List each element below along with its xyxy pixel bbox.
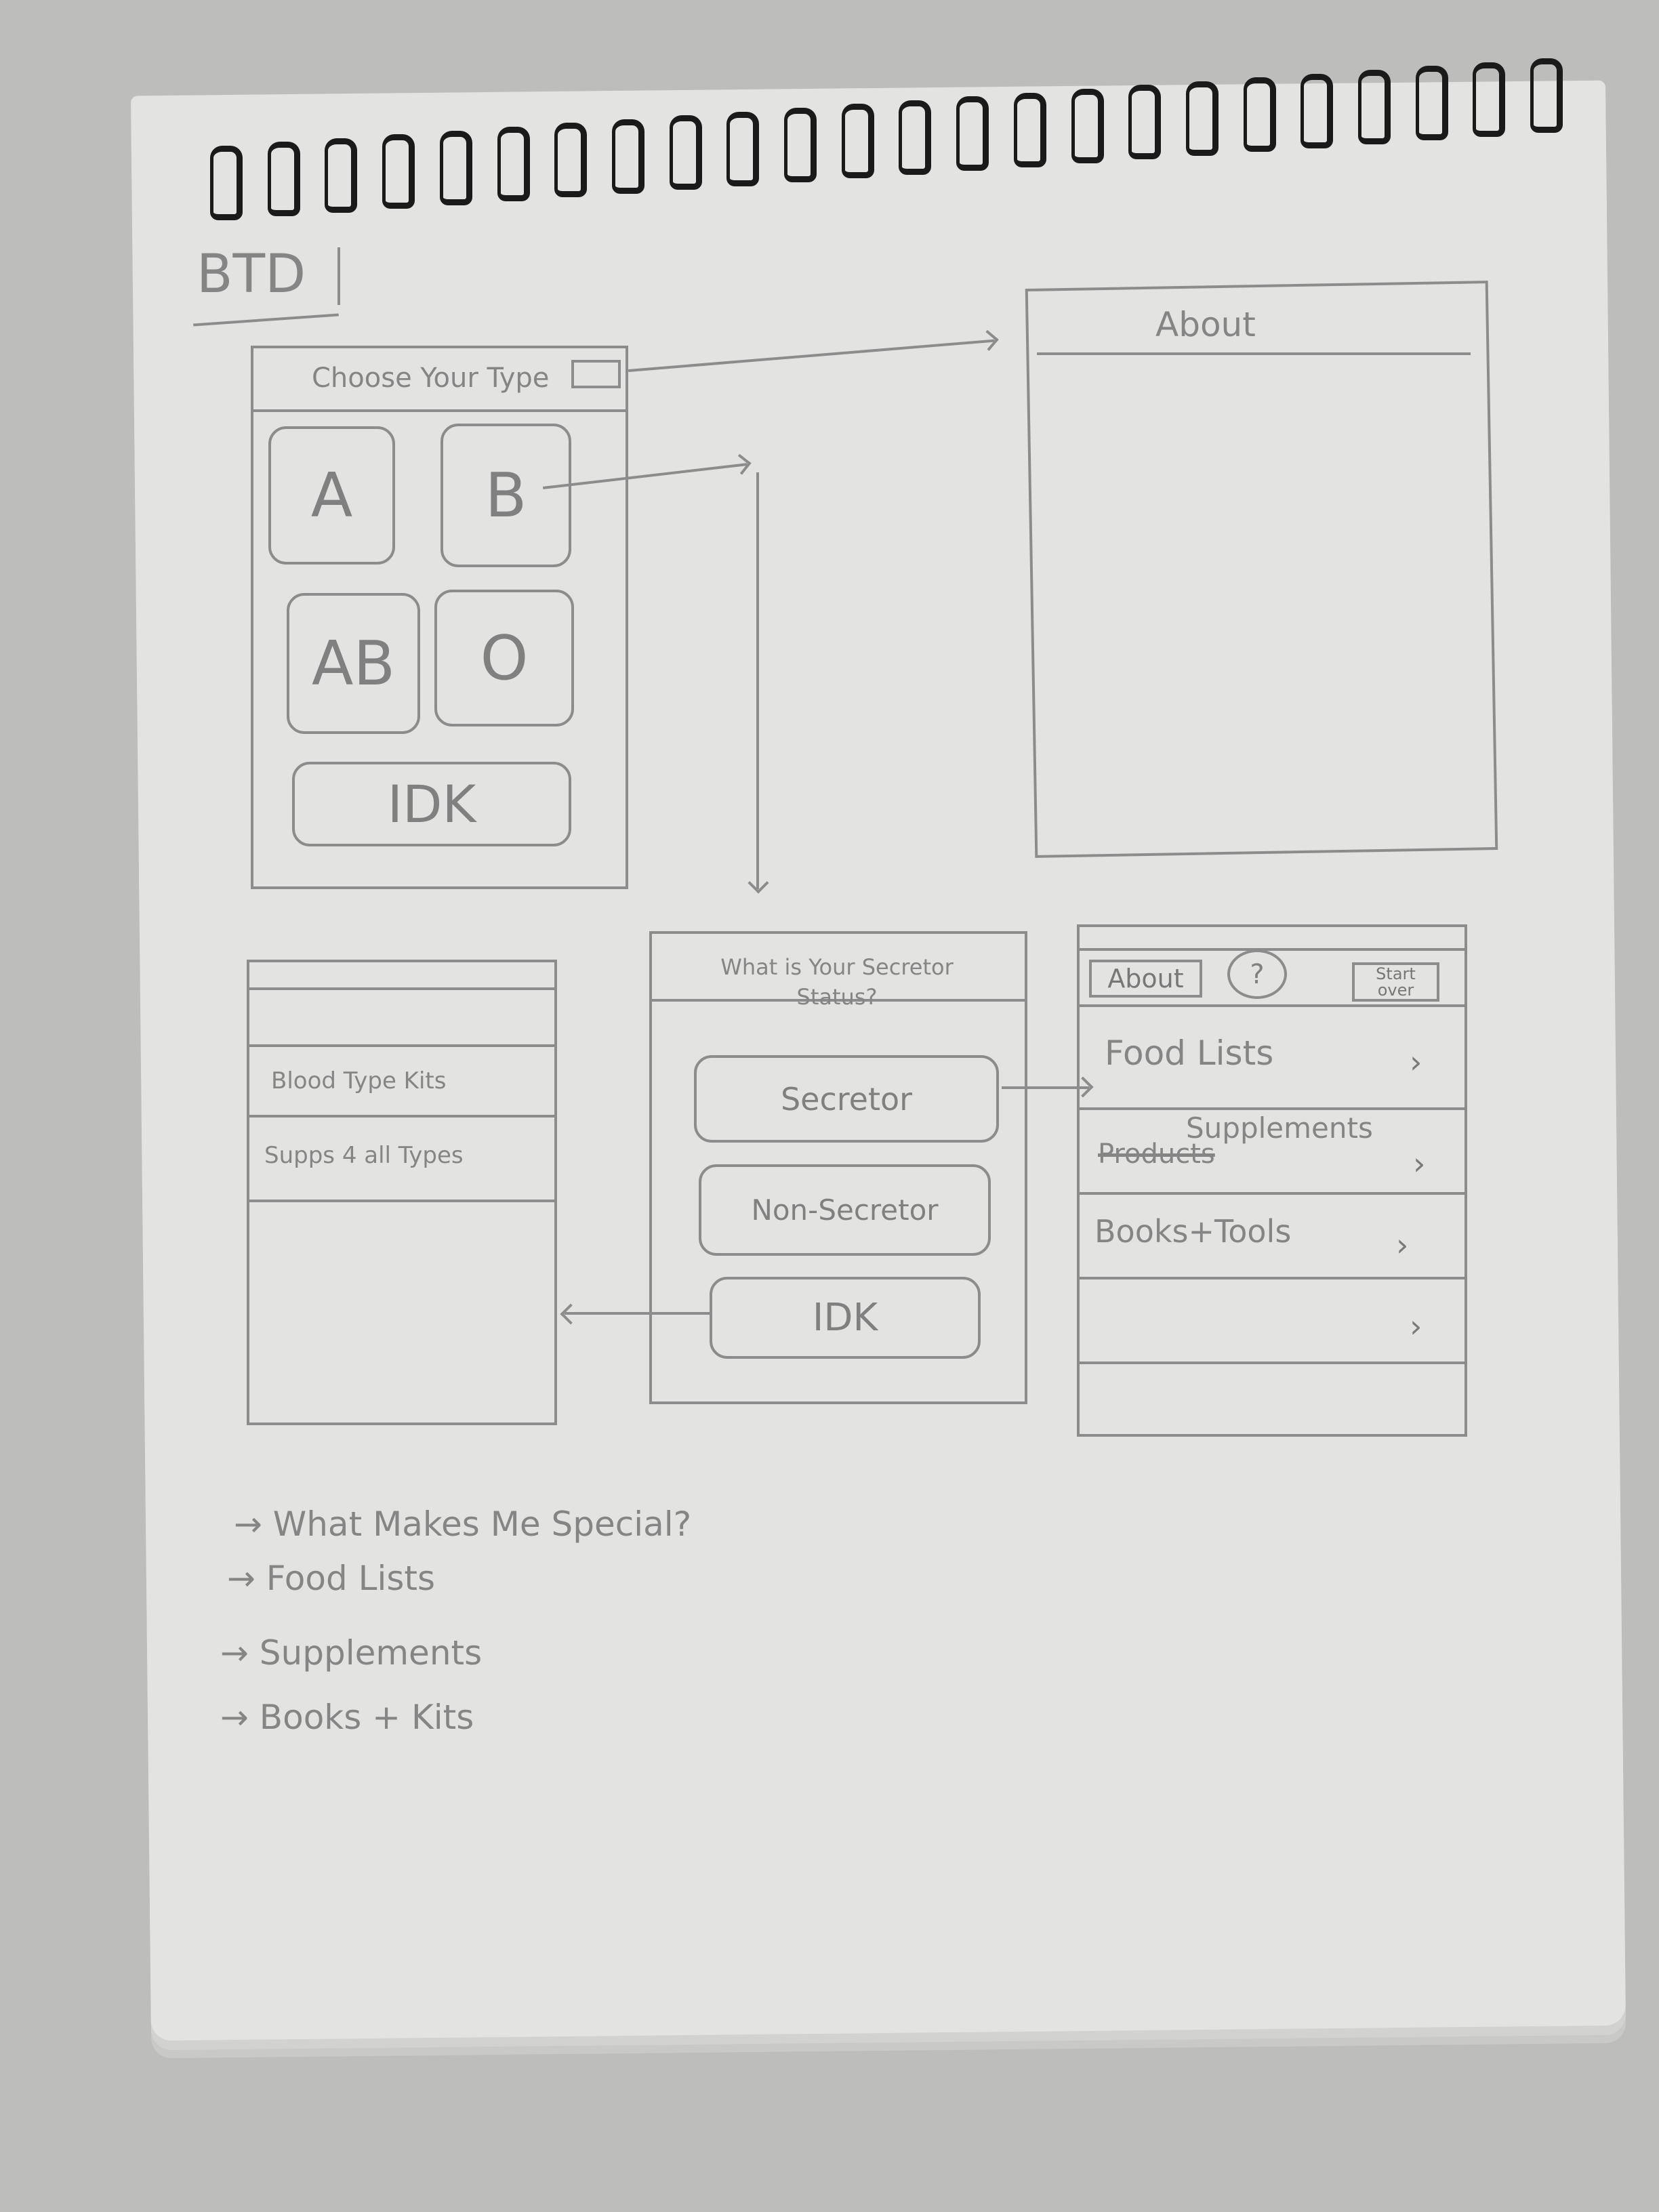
note-text: Food Lists <box>266 1559 436 1598</box>
spiral-ring <box>325 138 358 213</box>
type-ab-button[interactable]: AB <box>287 593 420 734</box>
spiral-ring <box>210 146 243 220</box>
note-item: → Supplements <box>220 1633 483 1673</box>
menu-row-food-lists[interactable]: Food Lists <box>1105 1033 1274 1073</box>
start-over-button[interactable]: Start over <box>1352 962 1439 1002</box>
note-item: → Food Lists <box>227 1559 436 1598</box>
spiral-ring <box>497 127 530 201</box>
spiral-ring <box>382 134 415 209</box>
chevron-right-icon: › <box>1410 1308 1422 1345</box>
spiral-ring <box>899 100 932 175</box>
divider <box>1077 1192 1467 1195</box>
type-b-button[interactable]: B <box>441 424 571 567</box>
note-text: What Makes Me Special? <box>272 1504 692 1544</box>
note-text: Books + Kits <box>259 1698 474 1737</box>
divider <box>247 1115 557 1118</box>
menu-row-books-tools[interactable]: Books+Tools <box>1094 1213 1292 1250</box>
flow-arrow <box>1002 1086 1089 1089</box>
type-idk-button[interactable]: IDK <box>292 762 571 846</box>
screen-choose-type <box>251 346 628 889</box>
screen-title: What is Your Secretor Status? <box>720 954 954 1010</box>
spiral-ring <box>669 115 702 190</box>
header-divider <box>1037 352 1471 355</box>
info-button[interactable] <box>571 360 621 388</box>
chevron-right-icon: › <box>1396 1227 1409 1263</box>
spiral-ring <box>784 108 817 182</box>
header-divider <box>251 409 628 412</box>
title-bar <box>337 247 340 305</box>
screen-menu <box>1077 924 1467 1437</box>
spiral-ring <box>439 130 472 205</box>
spiral-ring <box>554 123 588 198</box>
spiral-ring <box>1530 58 1563 134</box>
screen-title: About <box>1155 305 1256 344</box>
menu-row-supplements[interactable]: Supplements <box>1186 1111 1373 1145</box>
note-text: Supplements <box>259 1633 483 1673</box>
type-o-button[interactable]: O <box>434 590 574 726</box>
spiral-ring <box>1013 92 1046 167</box>
list-item[interactable]: Blood Type Kits <box>271 1067 447 1094</box>
note-item: → Books + Kits <box>220 1698 474 1737</box>
divider <box>1077 948 1467 951</box>
spiral-ring <box>1300 73 1334 148</box>
help-button[interactable]: ? <box>1227 949 1287 999</box>
screen-secretor <box>649 931 1027 1404</box>
spiral-ring <box>1473 62 1506 137</box>
spiral-ring <box>1128 85 1162 160</box>
header-divider <box>649 999 1027 1002</box>
divider <box>1077 1361 1467 1364</box>
secretor-button[interactable]: Secretor <box>694 1055 999 1143</box>
screen-kits <box>247 960 557 1425</box>
screen-about <box>1025 281 1498 858</box>
divider <box>247 987 557 990</box>
non-secretor-button[interactable]: Non-Secretor <box>699 1164 991 1256</box>
type-a-button[interactable]: A <box>268 426 395 565</box>
divider <box>1077 1277 1467 1279</box>
spiral-ring <box>841 104 874 179</box>
spiral-ring <box>726 111 760 186</box>
spiral-ring <box>956 96 989 171</box>
menu-row-struck-label: Products <box>1098 1139 1215 1170</box>
about-button[interactable]: About <box>1089 960 1202 998</box>
divider <box>247 1044 557 1047</box>
chevron-right-icon: › <box>1410 1044 1422 1080</box>
divider <box>1077 1107 1467 1110</box>
chevron-right-icon: › <box>1413 1145 1426 1182</box>
header-divider <box>1077 1004 1467 1007</box>
spiral-ring <box>1243 77 1276 152</box>
spiral-ring <box>611 119 644 194</box>
spiral-ring <box>1071 89 1104 163</box>
spiral-ring <box>1185 81 1218 156</box>
list-item[interactable]: Supps 4 all Types <box>264 1142 464 1169</box>
spiral-ring <box>1358 70 1391 144</box>
sketch-title: BTD <box>197 244 306 305</box>
divider <box>247 1200 557 1202</box>
flow-arrow <box>756 472 759 889</box>
spiral-ring <box>1415 66 1448 141</box>
secretor-idk-button[interactable]: IDK <box>710 1277 981 1359</box>
spiral-ring <box>267 142 300 217</box>
screen-title: Choose Your Type <box>312 363 550 394</box>
note-item: → What Makes Me Special? <box>234 1504 692 1544</box>
